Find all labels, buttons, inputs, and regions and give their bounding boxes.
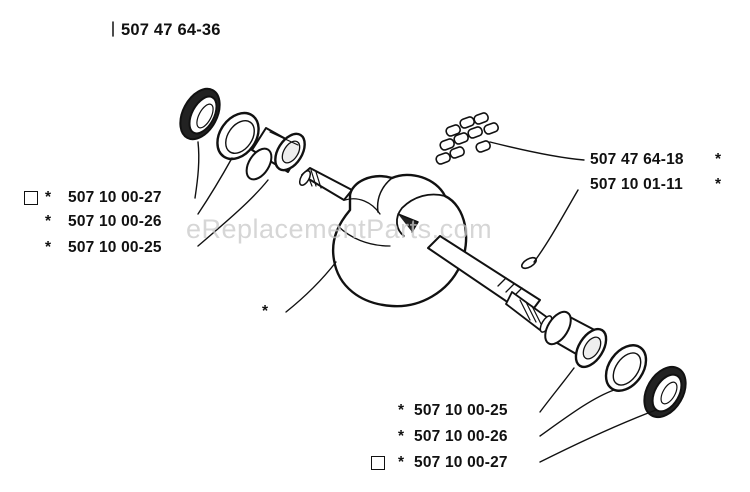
needle-bearing	[435, 112, 499, 165]
leader-needle-bearing	[489, 141, 585, 161]
watermark-text: eReplacementParts.com	[186, 214, 493, 244]
oil-seal-left	[179, 87, 221, 141]
circlip	[520, 256, 538, 270]
bearing-right	[544, 310, 608, 369]
crankshaft-right-journal	[427, 235, 553, 333]
crankshaft-counterweight	[331, 173, 468, 308]
diagram-title: 507 47 64-36	[121, 21, 221, 39]
crankshaft-asterisk: *	[262, 303, 269, 320]
leader-lines	[194, 141, 657, 463]
callout-bearing-right: 507 10 00-25	[414, 402, 508, 419]
callout-circlip: 507 10 01-11	[590, 176, 683, 193]
asterisk-marker: *	[398, 402, 405, 419]
asterisk-marker: *	[398, 428, 405, 445]
callout-bearing-left: 507 10 00-25	[68, 239, 162, 256]
asterisk-marker: *	[45, 189, 52, 206]
leader-crankshaft	[285, 261, 337, 313]
washer-left	[216, 111, 260, 161]
kit-marker-square	[371, 456, 385, 470]
asterisk-marker: *	[45, 239, 52, 256]
asterisk-marker: *	[398, 454, 405, 471]
asterisk-marker: *	[45, 213, 52, 230]
leader-washer-left	[197, 157, 233, 215]
leader-seal-right	[539, 409, 657, 463]
callout-ring-left: 507 10 00-26	[68, 213, 162, 230]
leader-bearing-right	[539, 367, 575, 413]
asterisk-marker: *	[715, 176, 722, 193]
leader-washer-right	[539, 389, 615, 437]
callout-ring-right: 507 10 00-26	[414, 428, 508, 445]
leader-seal-left	[194, 141, 200, 199]
washer-right	[604, 344, 648, 392]
oil-seal-right	[643, 365, 687, 419]
leader-circlip	[533, 189, 579, 263]
crankshaft-left-journal	[298, 167, 353, 201]
asterisk-marker: *	[715, 151, 722, 168]
callout-seal-left: 507 10 00-27	[68, 189, 162, 206]
bearing-left	[245, 127, 306, 181]
kit-marker-square	[24, 191, 38, 205]
callout-seal-right: 507 10 00-27	[414, 454, 508, 471]
callout-needle-bearing: 507 47 64-18	[590, 151, 684, 168]
leader-bearing-left	[197, 179, 269, 247]
